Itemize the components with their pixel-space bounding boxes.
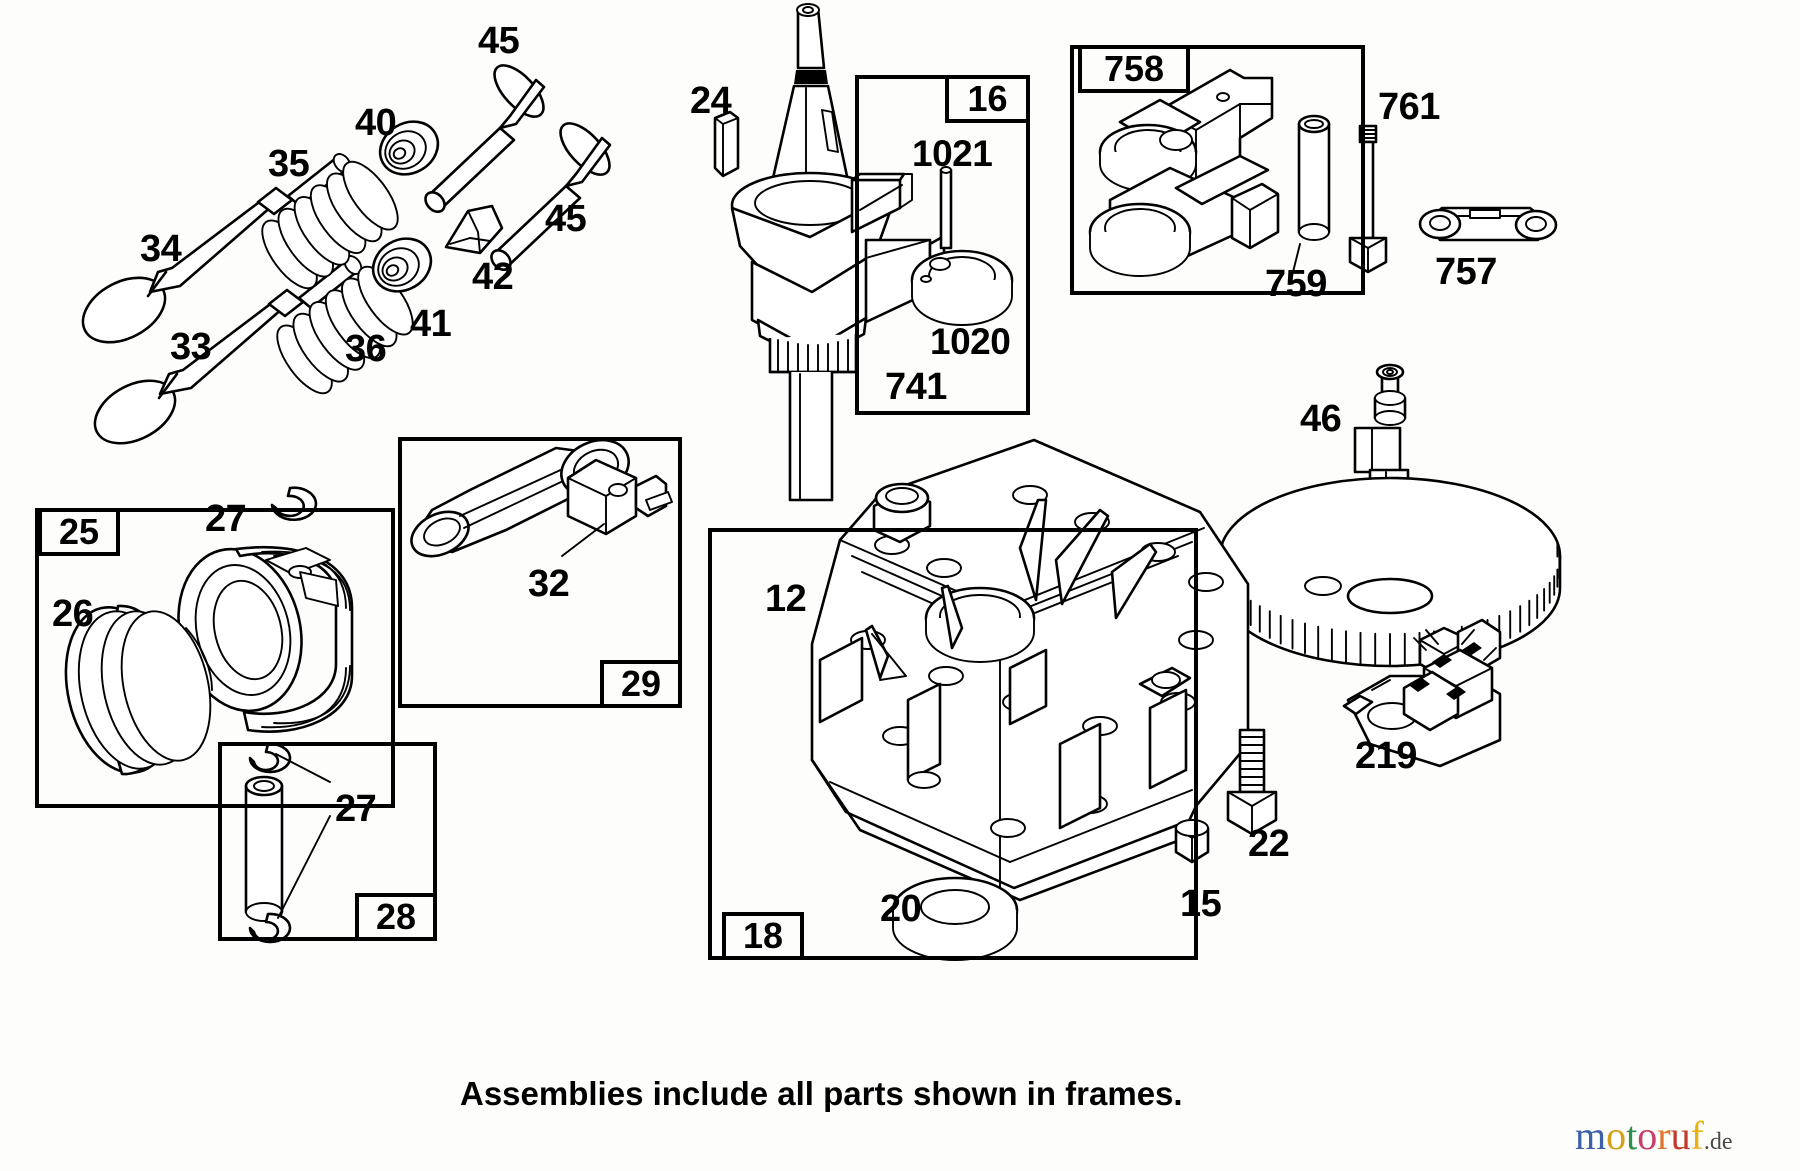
part-42-valve-keeper bbox=[444, 204, 504, 255]
callout-36: 36 bbox=[345, 328, 387, 370]
watermark-suffix: .de bbox=[1703, 1129, 1733, 1155]
part-41-spring-retainer bbox=[371, 237, 433, 293]
frame-tag-758: 758 bbox=[1078, 45, 1190, 93]
frame-29 bbox=[398, 437, 682, 708]
callout-34: 34 bbox=[140, 228, 182, 270]
callout-26: 26 bbox=[52, 593, 94, 635]
callout-20: 20 bbox=[880, 888, 922, 930]
callout-46: 46 bbox=[1300, 398, 1342, 440]
callout-12: 12 bbox=[765, 578, 807, 620]
frame-tag-28: 28 bbox=[355, 893, 437, 941]
watermark-letter: t bbox=[1626, 1113, 1638, 1158]
motoruf-watermark: motoruf.de bbox=[1575, 1112, 1733, 1159]
part-45-tappet-lower bbox=[490, 122, 612, 272]
callout-40: 40 bbox=[355, 102, 397, 144]
frame-16 bbox=[855, 75, 1030, 415]
part-22-flange-bolt bbox=[1226, 728, 1278, 836]
callout-45-upper: 45 bbox=[478, 20, 520, 62]
camshaft-gear bbox=[1218, 476, 1562, 668]
callout-757: 757 bbox=[1435, 251, 1497, 293]
part-757-governor-lever bbox=[1418, 206, 1558, 242]
frame-758 bbox=[1070, 45, 1365, 295]
frame-tag-16: 16 bbox=[945, 75, 1030, 123]
callout-35: 35 bbox=[268, 143, 310, 185]
watermark-letter: f bbox=[1690, 1113, 1704, 1158]
part-33-exhaust-valve bbox=[93, 255, 363, 445]
callout-24: 24 bbox=[690, 80, 732, 122]
callout-32: 32 bbox=[528, 563, 570, 605]
frame-28 bbox=[218, 742, 437, 941]
watermark-letter: o bbox=[1606, 1113, 1627, 1158]
watermark-letter: o bbox=[1637, 1113, 1658, 1158]
callout-22: 22 bbox=[1248, 823, 1290, 865]
diagram-caption: Assemblies include all parts shown in fr… bbox=[460, 1075, 1183, 1112]
callout-761: 761 bbox=[1378, 86, 1440, 128]
watermark-letter: m bbox=[1575, 1113, 1607, 1158]
callout-1021: 1021 bbox=[912, 133, 993, 174]
frame-tag-29: 29 bbox=[600, 660, 682, 708]
callout-41: 41 bbox=[410, 303, 452, 345]
frame-18 bbox=[708, 528, 1198, 960]
camshaft-gear-teeth bbox=[1219, 541, 1561, 667]
callout-759: 759 bbox=[1265, 263, 1327, 305]
watermark-letter: r bbox=[1657, 1113, 1671, 1158]
watermark-letter: u bbox=[1670, 1113, 1691, 1158]
callout-27-bottom: 27 bbox=[335, 788, 377, 830]
part-34-intake-valve bbox=[81, 153, 352, 344]
callout-741: 741 bbox=[885, 366, 947, 408]
callout-33: 33 bbox=[170, 326, 212, 368]
part-741-crank-gear bbox=[768, 334, 858, 374]
frame-25 bbox=[35, 508, 395, 808]
callout-27-top: 27 bbox=[205, 498, 247, 540]
callout-42: 42 bbox=[472, 256, 514, 298]
callout-15: 15 bbox=[1180, 883, 1222, 925]
frame-tag-25: 25 bbox=[38, 508, 120, 556]
part-46-camshaft bbox=[1218, 363, 1562, 668]
callout-45-lower: 45 bbox=[545, 198, 587, 240]
callout-1020: 1020 bbox=[930, 321, 1011, 362]
part-45-tappet-upper bbox=[424, 64, 546, 214]
frame-tag-18: 18 bbox=[722, 912, 804, 960]
callout-219: 219 bbox=[1355, 735, 1417, 777]
